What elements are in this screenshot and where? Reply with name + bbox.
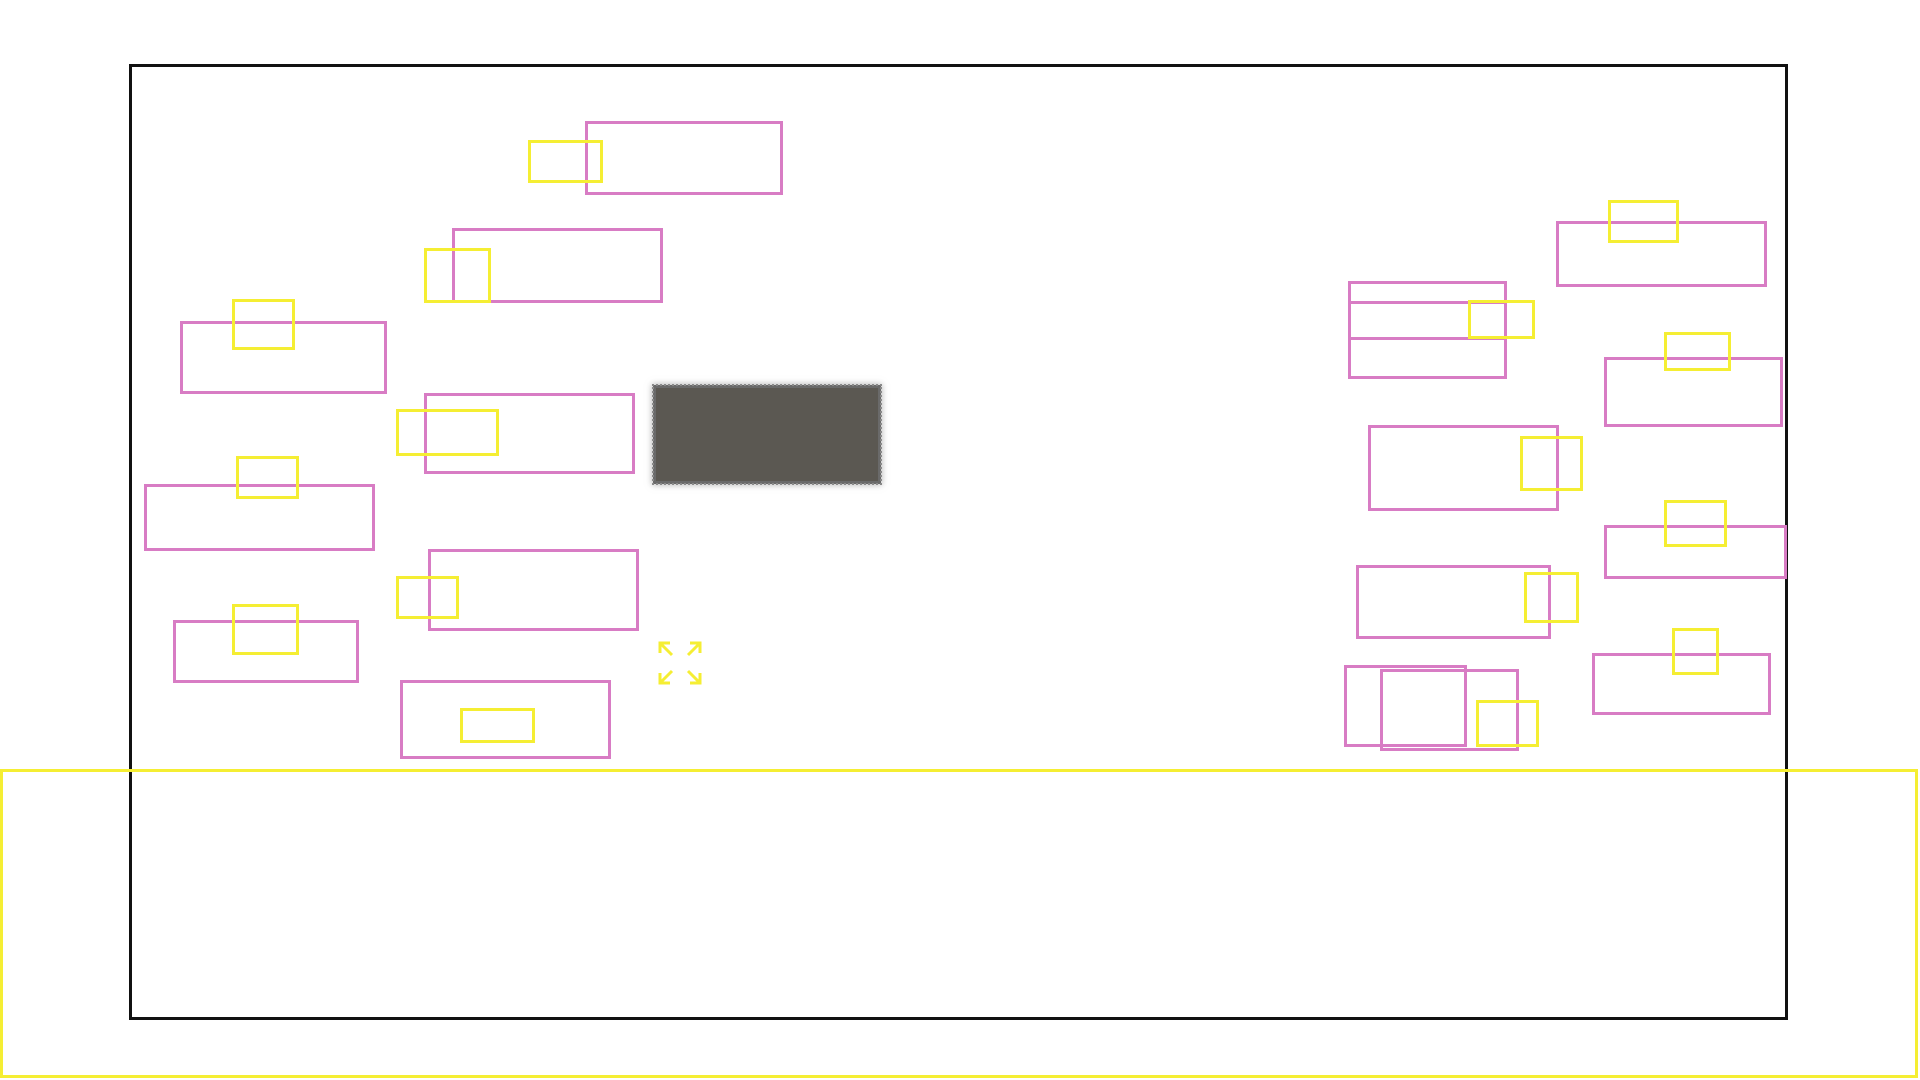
label-box-right-5[interactable] [1368, 425, 1559, 511]
label-box-left-2[interactable] [452, 228, 663, 303]
marker-left-3[interactable] [232, 299, 295, 350]
marker-right-3[interactable] [1664, 332, 1731, 371]
label-box-right-9[interactable] [1344, 665, 1467, 747]
label-box-right-3[interactable] [1348, 301, 1507, 379]
marker-right-4[interactable] [1520, 436, 1583, 491]
marker-right-5[interactable] [1664, 500, 1727, 547]
marker-left-8[interactable] [460, 708, 535, 743]
marker-right-2[interactable] [1468, 300, 1535, 339]
label-box-right-1[interactable] [1556, 221, 1767, 287]
marker-right-6[interactable] [1524, 572, 1579, 623]
label-box-right-10[interactable] [1380, 669, 1519, 751]
marker-left-4[interactable] [396, 409, 499, 456]
label-box-left-4[interactable] [424, 393, 635, 474]
label-box-left-7[interactable] [173, 620, 359, 683]
marker-right-1[interactable] [1608, 200, 1679, 243]
label-box-left-8[interactable] [400, 680, 611, 759]
marker-right-7[interactable] [1672, 628, 1719, 675]
marker-right-8[interactable] [1476, 700, 1539, 747]
label-box-left-5[interactable] [144, 484, 375, 551]
marker-left-2[interactable] [424, 248, 491, 303]
bottom-highlight-region[interactable] [0, 769, 1918, 1078]
selected-dark-block[interactable] [652, 384, 882, 485]
label-box-right-6[interactable] [1604, 525, 1787, 579]
marker-left-7[interactable] [232, 604, 299, 655]
marker-left-6[interactable] [396, 576, 459, 619]
label-box-left-6[interactable] [428, 549, 639, 631]
label-box-left-3[interactable] [180, 321, 387, 394]
marker-left-1[interactable] [528, 140, 603, 183]
label-box-left-1[interactable] [585, 121, 783, 195]
canvas-frame [129, 64, 1788, 1020]
fullscreen-expand-icon[interactable] [656, 639, 704, 687]
label-box-right-8[interactable] [1592, 653, 1771, 715]
label-box-right-4[interactable] [1604, 357, 1783, 427]
label-box-right-7[interactable] [1356, 565, 1551, 639]
marker-left-5[interactable] [236, 456, 299, 499]
